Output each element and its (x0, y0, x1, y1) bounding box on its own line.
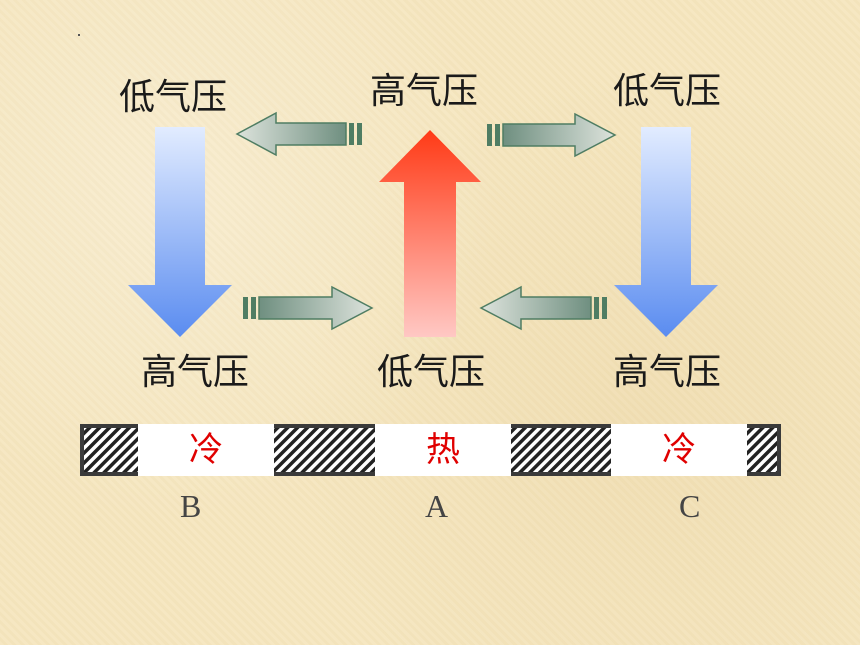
label-low-pressure-bottom-center: 低气压 (377, 352, 486, 393)
hot-rising-arrow-center (379, 130, 481, 337)
label-low-pressure-top-right: 低气压 (613, 71, 722, 112)
ground-bar (80, 424, 781, 476)
ground-segment-cold-c: 冷 (662, 430, 696, 470)
wind-arrow-bottom-right (479, 285, 607, 331)
label-high-pressure-bottom-left: 高气压 (141, 352, 250, 393)
hatched-ground-4 (747, 428, 777, 472)
location-letter-b: B (180, 488, 202, 524)
stray-dot (78, 34, 80, 36)
label-low-pressure-top-left: 低气压 (119, 77, 228, 118)
cold-descending-arrow-right (614, 127, 718, 337)
ground-segment-hot-a: 热 (426, 430, 460, 470)
label-high-pressure-bottom-right: 高气压 (613, 352, 722, 393)
hatched-ground-3 (511, 428, 611, 472)
label-high-pressure-top-center: 高气压 (370, 71, 479, 112)
wind-arrow-top-right (487, 112, 617, 158)
cold-descending-arrow-left (128, 127, 232, 337)
wind-arrow-bottom-left (243, 285, 374, 331)
hatched-ground-2 (274, 428, 375, 472)
wind-arrow-top-left (235, 111, 362, 157)
location-letter-c: C (679, 488, 701, 524)
location-letter-a: A (425, 488, 449, 524)
ground-segment-cold-b: 冷 (189, 430, 223, 470)
hatched-ground-1 (84, 428, 138, 472)
